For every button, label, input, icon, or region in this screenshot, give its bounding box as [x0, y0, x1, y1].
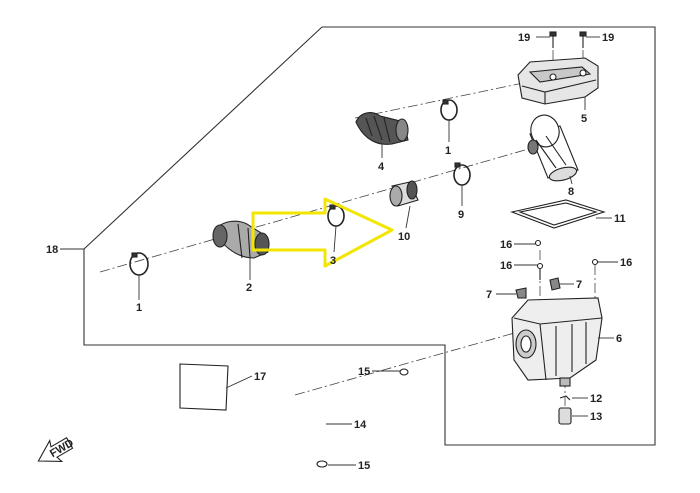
callout-1-upper: 1 — [445, 145, 451, 157]
airbox-cover-part-5 — [517, 57, 599, 105]
callout-11: 11 — [614, 213, 626, 225]
drain-hose-part-14 — [316, 395, 341, 463]
callout-10: 10 — [398, 231, 410, 243]
airbox-base-part-6 — [511, 297, 603, 387]
intake-elbow-part-2 — [212, 220, 270, 259]
callout-1-lower: 1 — [136, 302, 142, 314]
callout-9: 9 — [458, 209, 464, 221]
callout-17: 17 — [254, 371, 266, 383]
callout-7-right: 7 — [576, 279, 582, 291]
screw-part-19-left — [549, 31, 557, 48]
screw-part-19-right — [579, 31, 587, 48]
callout-16-c: 16 — [620, 257, 632, 269]
bolt-part-16-c — [591, 258, 599, 266]
callout-4: 4 — [378, 161, 385, 173]
callout-12: 12 — [590, 393, 602, 405]
callout-6: 6 — [616, 333, 622, 345]
fwd-arrow: FWD — [37, 437, 76, 462]
callout-14: 14 — [354, 419, 367, 431]
clamp-screw-3 — [329, 204, 336, 210]
callout-2: 2 — [246, 282, 252, 294]
clamp-screw-9 — [454, 162, 461, 168]
callout-8: 8 — [568, 186, 574, 198]
clamp-screw-upper — [442, 99, 449, 105]
bolt-part-16-b — [536, 262, 544, 280]
bolt-part-16-a — [534, 239, 542, 247]
callout-3: 3 — [330, 255, 336, 267]
callout-15-lower: 15 — [358, 460, 370, 472]
callout-18: 18 — [46, 244, 58, 256]
hose-clamp-part-15-lower — [316, 460, 328, 468]
bellows-part-4 — [355, 112, 409, 145]
clamp-screw-lower — [131, 252, 138, 258]
callout-16-a: 16 — [500, 239, 512, 251]
highlight-arrow — [251, 197, 394, 268]
callout-19-right: 19 — [602, 32, 614, 44]
callout-13: 13 — [590, 411, 602, 423]
clip-part-7-right — [549, 277, 561, 291]
callout-numbers: 19 19 5 1 4 8 9 11 10 3 2 1 18 16 16 16 … — [46, 32, 632, 472]
callout-19-left: 19 — [518, 32, 530, 44]
air-filter-part-8 — [527, 114, 579, 182]
hose-clamp-part-9 — [453, 164, 471, 186]
callout-5: 5 — [581, 113, 587, 125]
clip-part-7-left — [515, 287, 527, 299]
hose-clamp-part-15-upper — [399, 368, 409, 376]
fwd-label: FWD — [48, 437, 76, 460]
callout-16-b: 16 — [500, 260, 512, 272]
leader-lines — [60, 36, 618, 466]
coupling-part-10 — [389, 180, 419, 207]
assembly-boundary — [83, 26, 656, 446]
callout-15-upper: 15 — [358, 366, 370, 378]
callout-7-left: 7 — [486, 289, 492, 301]
drain-clamp-part-12 — [559, 395, 571, 401]
drain-cap-part-13 — [558, 407, 572, 425]
label-part-17 — [179, 363, 229, 411]
gasket-part-11 — [510, 199, 606, 229]
